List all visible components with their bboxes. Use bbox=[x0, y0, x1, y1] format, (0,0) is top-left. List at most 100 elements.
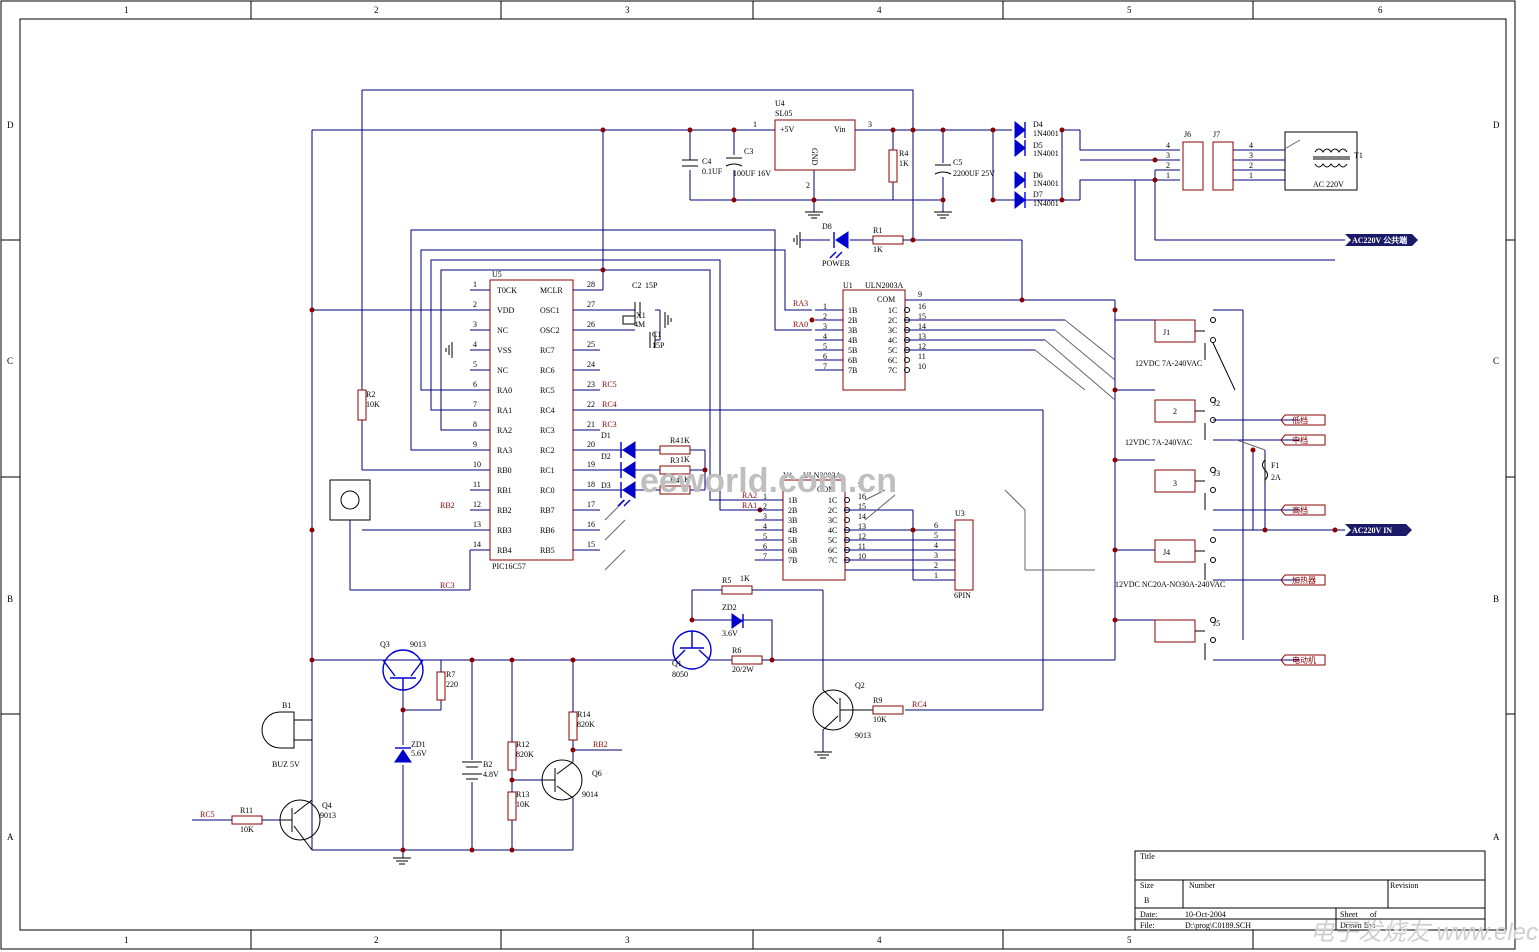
relay-j5-ref: J5 bbox=[1213, 619, 1220, 628]
driver-out-pin-name: 7C bbox=[828, 556, 837, 565]
x1-ref: X1 bbox=[636, 311, 646, 320]
relay-j3-ref: J3 bbox=[1213, 469, 1220, 478]
resistor-r6: R6 20/2W bbox=[731, 646, 763, 674]
zone-row-d-left: D bbox=[7, 120, 14, 130]
b1-ref: B1 bbox=[282, 701, 291, 710]
relay-j2-ref: J2 bbox=[1213, 399, 1220, 408]
zone-row-a-left: A bbox=[7, 832, 14, 842]
bridge-rectifier: D4 1N4001 D5 1N4001 D6 1N4001 D7 1N4001 bbox=[1014, 120, 1059, 210]
y1-com: COM bbox=[817, 485, 835, 494]
u5-pin-number: 1 bbox=[473, 280, 477, 289]
u3-ref: U3 bbox=[955, 509, 965, 518]
u3-pin-number: 3 bbox=[934, 551, 938, 560]
driver-in-pin-name: 5B bbox=[788, 536, 797, 545]
u5-part: PIC16C57 bbox=[492, 562, 526, 571]
driver-out-pin-name: 4C bbox=[828, 526, 837, 535]
u4-gnd-label: GND bbox=[810, 148, 819, 166]
u5-pin-number: 16 bbox=[587, 520, 595, 529]
net-ra1: RA1 bbox=[742, 501, 757, 510]
port-ac-common: AC220V 公共端 bbox=[1352, 235, 1407, 245]
d8-value: POWER bbox=[822, 259, 851, 268]
d4-value: 1N4001 bbox=[1033, 129, 1059, 138]
driver-in-pin-name: 7B bbox=[848, 366, 857, 375]
b2-value: 4.8V bbox=[483, 770, 499, 779]
driver-in-pin-name: 3B bbox=[788, 516, 797, 525]
net-ra2: RA2 bbox=[742, 491, 757, 500]
zone-row-c-left: C bbox=[7, 356, 13, 366]
driver-out-pin-number: 11 bbox=[918, 352, 926, 361]
port-heater: 加热器 bbox=[1292, 575, 1316, 585]
transistor-q3: Q3 9013 bbox=[380, 640, 426, 691]
u5-pin-name: RC7 bbox=[540, 346, 555, 355]
u5-pin-name: RB1 bbox=[497, 486, 512, 495]
driver-out-pin-number: 13 bbox=[858, 522, 866, 531]
r9-ref: R9 bbox=[873, 696, 882, 705]
u5-pin-name: RC0 bbox=[540, 486, 555, 495]
zone-row-b-right: B bbox=[1493, 594, 1499, 604]
transistor-q1: Q1 8050 bbox=[672, 630, 712, 679]
driver-in-pin-name: 7B bbox=[788, 556, 797, 565]
r4-value: 1K bbox=[899, 159, 909, 168]
c4-value: 0.1UF bbox=[702, 167, 723, 176]
fuse-ref: F1 bbox=[1271, 461, 1279, 470]
svg-text:2: 2 bbox=[1173, 407, 1177, 416]
u5-pin-number: 21 bbox=[587, 420, 595, 429]
r2-value: 10K bbox=[366, 400, 380, 409]
driver-out-pin-name: 4C bbox=[888, 336, 897, 345]
port-mid: 中档 bbox=[1292, 435, 1308, 445]
resistor-r7: R7 220 bbox=[436, 670, 458, 701]
driver-out-pin-number: 12 bbox=[918, 342, 926, 351]
q3-ref: Q3 bbox=[380, 640, 390, 649]
sheet-label: Sheet bbox=[1340, 910, 1359, 919]
u3-pin-number: 5 bbox=[934, 531, 938, 540]
driver-out-pin-name: 2C bbox=[828, 506, 837, 515]
r1-value: 1K bbox=[873, 245, 883, 254]
driver-in-pin-name: 6B bbox=[788, 546, 797, 555]
zone-col-6-top: 6 bbox=[1378, 5, 1383, 15]
svg-text:4: 4 bbox=[1166, 141, 1170, 150]
r14-value: 820K bbox=[577, 720, 595, 729]
push-button bbox=[329, 479, 371, 521]
q4-value: 9013 bbox=[320, 811, 336, 820]
r4b-value: 1K bbox=[680, 436, 690, 445]
title-label: Title bbox=[1140, 852, 1155, 861]
u4-ref: U4 bbox=[775, 99, 785, 108]
number-label: Number bbox=[1189, 881, 1216, 890]
u5-pin-name: RC5 bbox=[540, 386, 555, 395]
port-motor: 电动机 bbox=[1292, 655, 1316, 665]
r12-ref: R12 bbox=[516, 740, 529, 749]
driver-out-pin-number: 10 bbox=[918, 362, 926, 371]
crystal-circuit: C2 15P X1 4M C1 15P bbox=[622, 281, 665, 350]
driver-out-pin-name: 3C bbox=[888, 326, 897, 335]
u5-left-pins: 1T0CK2VDD3NC4VSS5NC6RA07RA18RA29RA310RB0… bbox=[470, 280, 517, 555]
capacitor-c3: C3 100UF 16V bbox=[725, 147, 771, 178]
zone-col-1-top: 1 bbox=[124, 5, 129, 15]
zone-col-4-top: 4 bbox=[877, 5, 882, 15]
driver-in-pin-name: 6B bbox=[848, 356, 857, 365]
zone-col-5-top: 5 bbox=[1127, 5, 1132, 15]
u5-pin-name: RC3 bbox=[540, 426, 555, 435]
driver-in-pin-name: 4B bbox=[788, 526, 797, 535]
r13-ref: R13 bbox=[516, 790, 529, 799]
resistor-r5: R5 1K bbox=[721, 574, 753, 595]
u5-pin-number: 4 bbox=[473, 340, 477, 349]
net-rc3-b: RC3 bbox=[440, 581, 455, 590]
zone-col-4-bottom: 4 bbox=[877, 935, 882, 945]
u5-pin-name: RA1 bbox=[497, 406, 512, 415]
u5-pin-number: 10 bbox=[473, 460, 481, 469]
u5-pin-name: OSC1 bbox=[540, 306, 560, 315]
net-rc5-b: RC5 bbox=[200, 810, 215, 819]
r4c-ref: R4 bbox=[670, 476, 679, 485]
u5-pin-name: RB3 bbox=[497, 526, 512, 535]
d3-ref: D3 bbox=[601, 481, 611, 490]
driver-out-pin-number: 15 bbox=[918, 312, 926, 321]
driver-in-pin-name: 5B bbox=[848, 346, 857, 355]
c3-value: 100UF 16V bbox=[733, 169, 771, 178]
u5-pin-number: 20 bbox=[587, 440, 595, 449]
relay-j4-ref: J4 bbox=[1163, 548, 1170, 557]
u5-pin-number: 26 bbox=[587, 320, 595, 329]
r11-value: 10K bbox=[240, 825, 254, 834]
